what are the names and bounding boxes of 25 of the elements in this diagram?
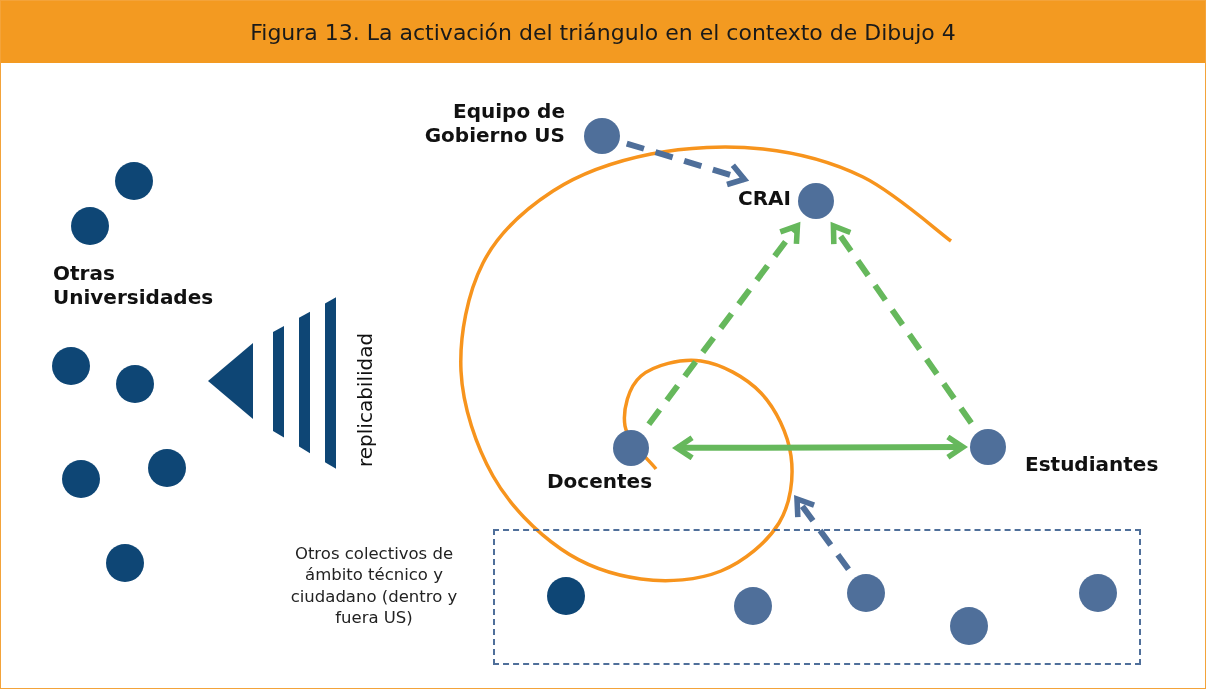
- node-circle: [71, 207, 109, 245]
- node-label: Docentes: [547, 469, 654, 493]
- node-circle: [734, 587, 772, 625]
- arrow: [674, 434, 966, 461]
- group-label: Otras Universidades: [53, 261, 215, 309]
- group-label: Otros colectivos de ámbito técnico y ciudadano (dentro y fuera US): [289, 543, 459, 629]
- node-circle: [547, 577, 585, 615]
- arrow: [794, 496, 851, 571]
- node-label: Equipo de Gobierno US: [423, 99, 565, 147]
- node-circle: [115, 162, 153, 200]
- node-label: Estudiantes: [1025, 452, 1160, 476]
- arrow: [830, 223, 974, 425]
- node-circle: [106, 544, 144, 582]
- node-label: CRAI: [737, 186, 791, 210]
- node-circle: [52, 347, 90, 385]
- figure-title: Figura 13. La activación del triángulo en el contexto de Dibujo 4: [1, 1, 1205, 63]
- node-circle: [148, 449, 186, 487]
- node-circle: [950, 607, 988, 645]
- arrow: [646, 223, 801, 426]
- side-label: replicabilidad: [353, 332, 377, 467]
- node-circle: [847, 574, 885, 612]
- node-circle: [116, 365, 154, 403]
- node-circle: [62, 460, 100, 498]
- arrow: [625, 140, 748, 188]
- node-circle: [1079, 574, 1117, 612]
